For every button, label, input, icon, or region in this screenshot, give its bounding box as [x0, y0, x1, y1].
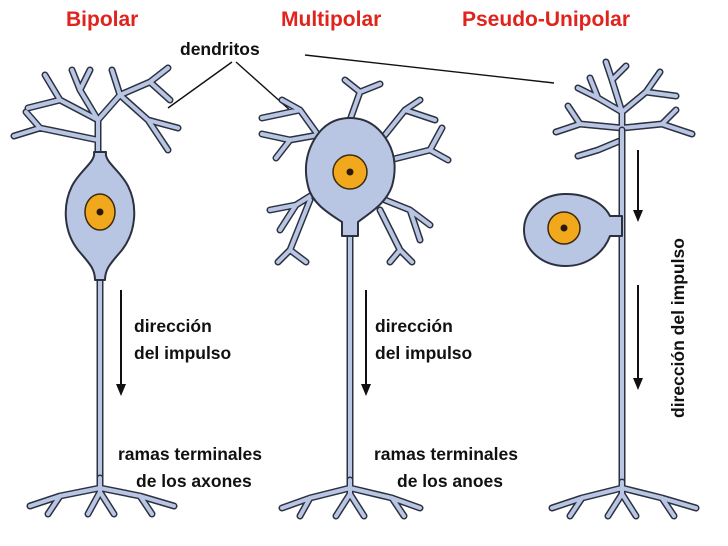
title-bipolar: Bipolar	[66, 8, 138, 31]
title-multipolar: Multipolar	[281, 8, 381, 31]
bipolar-impulse-label-line2: del impulso	[134, 343, 231, 363]
multipolar-terminal-label-line2: de los anoes	[397, 471, 503, 491]
pseudo-unipolar-impulse-arrow-lower	[633, 285, 643, 390]
multipolar-impulse-arrow	[361, 290, 371, 396]
dendrites-label: dendritos	[180, 39, 260, 59]
pseudo-unipolar-neuron	[523, 58, 700, 520]
bipolar-terminal-label-line1: ramas terminales	[118, 444, 262, 464]
dendrites-pointer-bipolar	[167, 61, 233, 109]
multipolar-terminal-label-line1: ramas terminales	[374, 444, 518, 464]
multipolar-neuron	[258, 76, 452, 520]
multipolar-impulse-label-line2: del impulso	[375, 343, 472, 363]
bipolar-dendrites	[10, 64, 182, 164]
pseudo-unipolar-nucleolus	[560, 224, 568, 232]
pseudo-unipolar-impulse-arrow-upper	[633, 150, 643, 222]
bipolar-nucleolus	[96, 208, 104, 216]
bipolar-terminal-branches	[26, 474, 178, 518]
bipolar-impulse-arrow	[116, 290, 126, 396]
multipolar-nucleolus	[346, 168, 354, 176]
bipolar-impulse-label-line1: dirección	[134, 316, 212, 336]
dendrites-pointer-pseudo-unipolar	[304, 54, 555, 84]
multipolar-terminal-branches	[278, 476, 424, 520]
bipolar-terminal-label-line2: de los axones	[136, 471, 252, 491]
pseudo-unipolar-impulse-label: dirección del impulso	[668, 238, 688, 418]
bipolar-neuron	[10, 64, 182, 518]
title-pseudo-unipolar: Pseudo-Unipolar	[462, 8, 630, 31]
multipolar-impulse-label-line1: dirección	[375, 316, 453, 336]
multipolar-dendrites	[258, 76, 452, 266]
pseudo-unipolar-terminal-branches	[548, 478, 700, 520]
pseudo-unipolar-dendrites	[552, 58, 696, 160]
